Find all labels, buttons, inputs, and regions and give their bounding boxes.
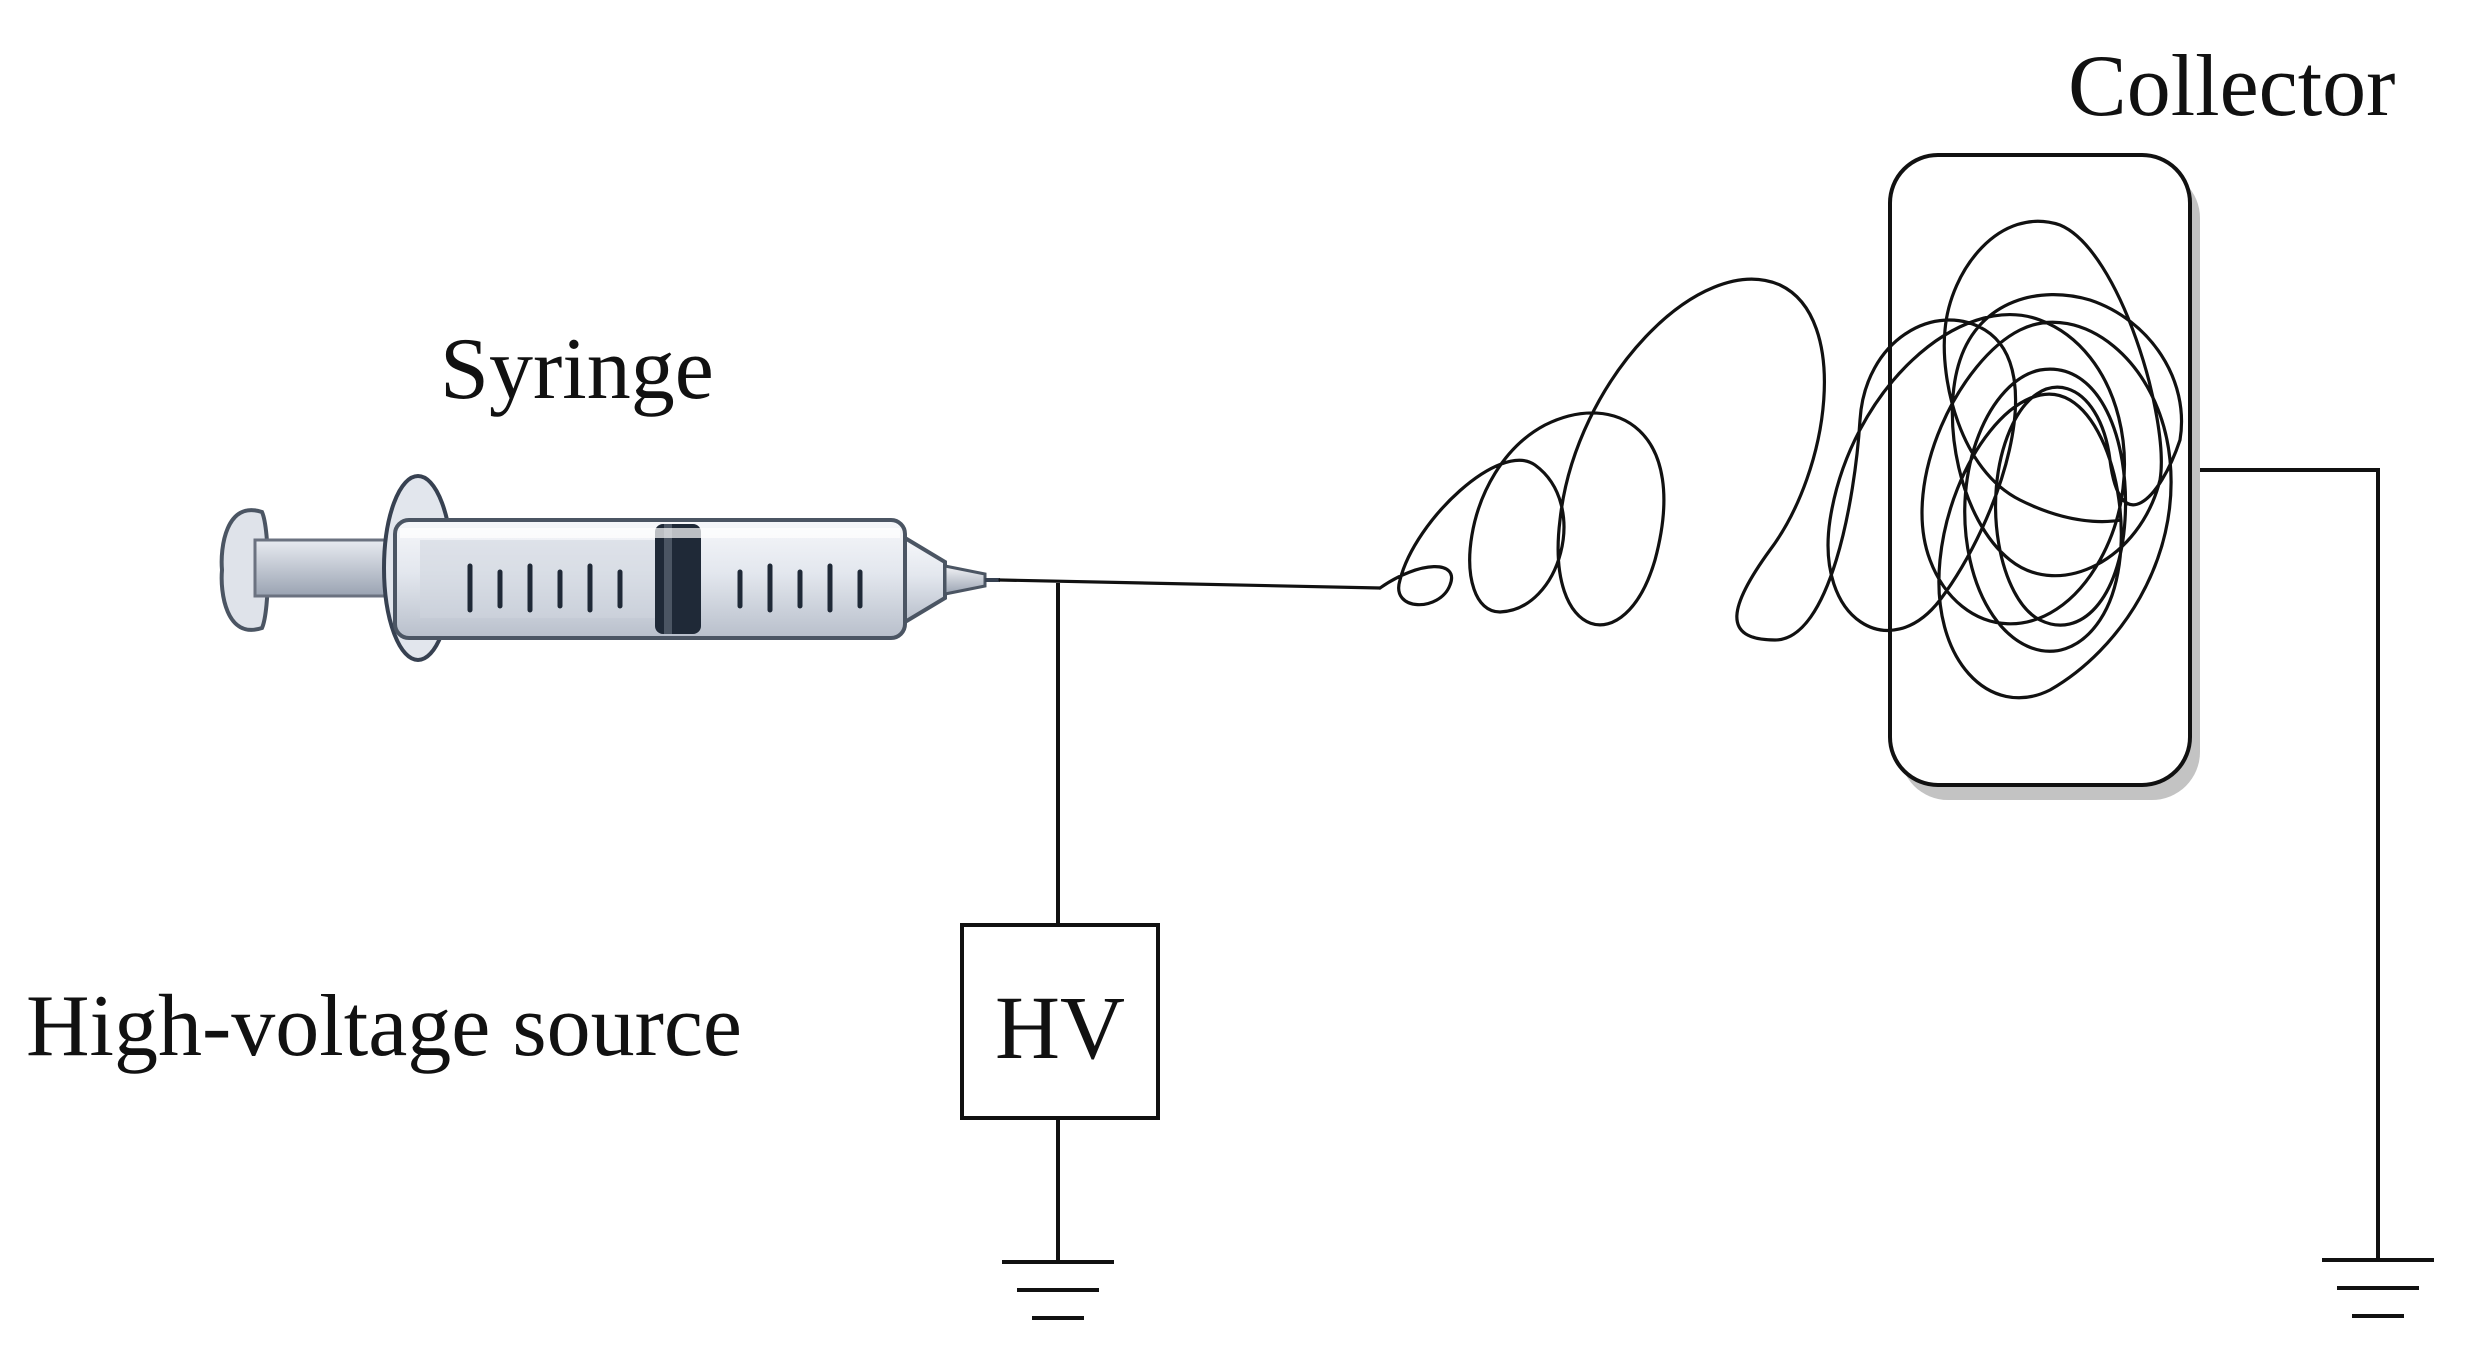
straight-jet — [998, 578, 1382, 590]
syringe-icon — [219, 474, 1000, 662]
ground-symbol-icon — [1002, 1260, 1114, 1320]
ground-symbol-icon — [2322, 1258, 2434, 1318]
whipping-fiber — [1378, 219, 2184, 700]
high-voltage-source-label: High-voltage source — [26, 978, 742, 1075]
hv-source-box: HV — [960, 923, 1160, 1120]
collector-to-ground-wire — [2200, 468, 2380, 1258]
collector-label: Collector — [2068, 38, 2395, 135]
hv-box-label: HV — [995, 979, 1125, 1078]
syringe-label: Syringe — [440, 321, 714, 418]
collector-plate — [1888, 153, 2200, 800]
